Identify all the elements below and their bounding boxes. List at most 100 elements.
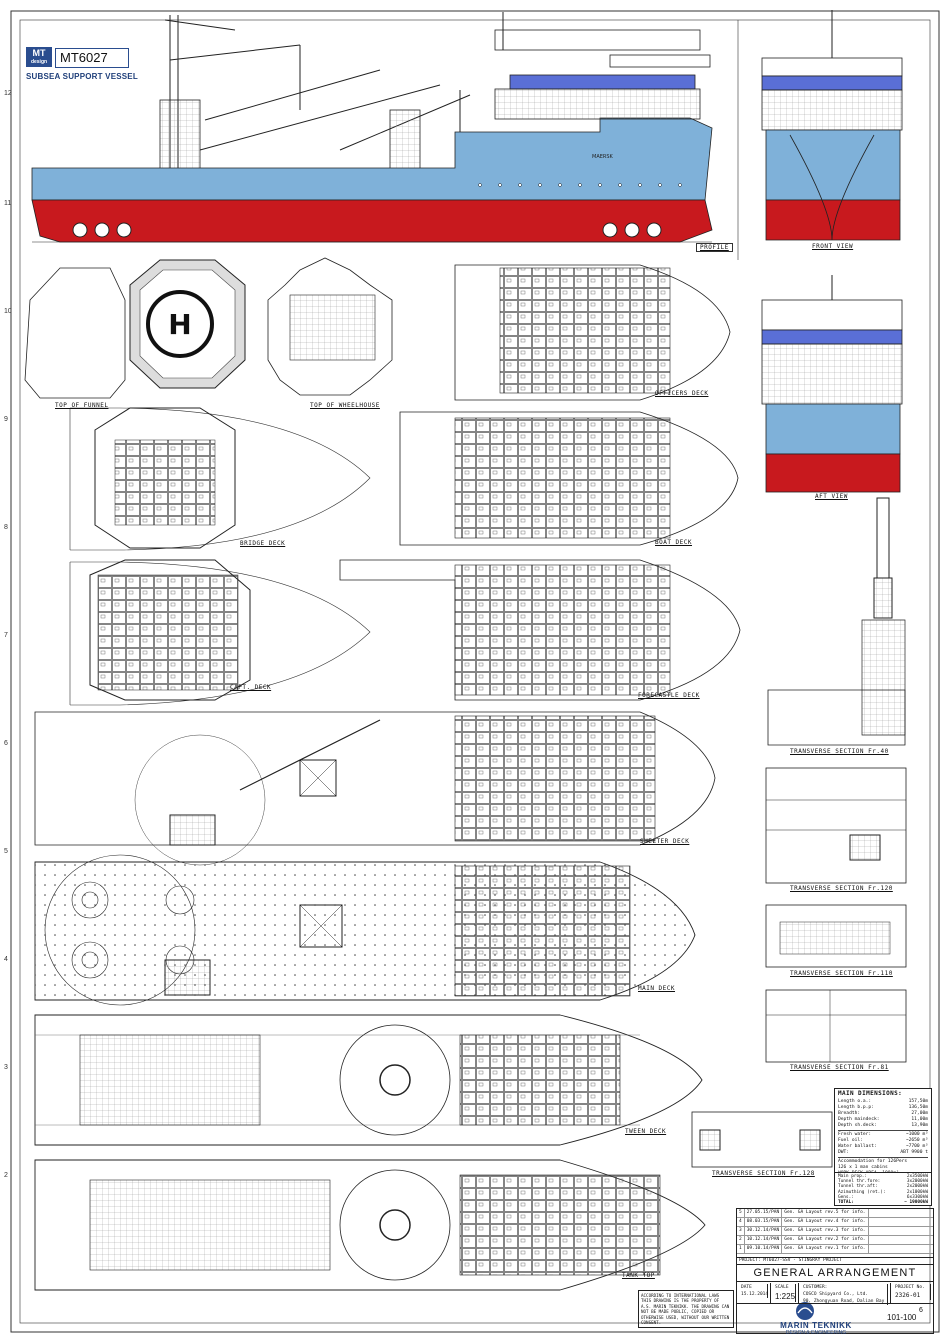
dims-row: Fresh water:~1000 m³ xyxy=(838,1132,928,1137)
ship-name-text: MAERSK xyxy=(592,154,614,160)
label-transverse-section-fr40: TRANSVERSE SECTION Fr.40 xyxy=(790,748,889,755)
forecastle-deck-view xyxy=(339,559,741,701)
marin-teknikk-logo-icon xyxy=(796,1302,814,1320)
grid-number: 7 xyxy=(4,632,8,639)
project-no-cell: PROJECT No.2326-01 xyxy=(891,1283,933,1303)
marin-teknikk-brand: MARIN TEKNIKK DESIGN & ENGINEERING xyxy=(761,1305,871,1336)
label-transverse-section-fr81: TRANSVERSE SECTION Fr.81 xyxy=(790,1064,889,1071)
officers-deck-view xyxy=(454,264,731,401)
profile-view: MAERSK xyxy=(31,12,713,243)
top-of-wheelhouse-view xyxy=(267,257,393,396)
label-aft-view: AFT VIEW xyxy=(815,493,848,500)
transverse-section-fr81 xyxy=(765,989,907,1063)
grid-number: 9 xyxy=(4,416,8,423)
front-view xyxy=(761,10,903,241)
dims-row: Breadth:27,00m xyxy=(838,1111,928,1116)
transverse-section-fr40 xyxy=(767,497,906,746)
power-row: Tunnel thr.fore:3x2000kW xyxy=(838,1179,928,1185)
tank-top-view xyxy=(34,1159,706,1291)
grid-number: 4 xyxy=(4,956,8,963)
helipad-circle xyxy=(146,290,214,358)
label-front-view: FRONT VIEW xyxy=(812,243,854,250)
power-total: TOTAL:~ 19000kW xyxy=(838,1200,928,1206)
power-row: Gens.:6x3300kW xyxy=(838,1194,928,1200)
helipad-h: H xyxy=(168,308,191,341)
dims-accom: Accommodation for 126Pers xyxy=(838,1159,908,1164)
label-tween-deck: TWEEN DECK xyxy=(625,1128,667,1135)
label-forecastle-deck: FORECASTLE DECK xyxy=(638,692,700,699)
grid-number: 6 xyxy=(4,740,8,747)
power-row: Azimuthing (ret.):2x1000kW xyxy=(838,1189,928,1195)
drawing-title: GENERAL ARRANGEMENT xyxy=(737,1267,933,1282)
label-boat-deck: BOAT DECK xyxy=(655,539,693,546)
grid-number: 12 xyxy=(4,90,12,97)
power-box: Main prop.:2x3500kW Tunnel thr.fore:3x20… xyxy=(834,1172,932,1206)
dims-row: Length b.p.p:136,50m xyxy=(838,1105,928,1110)
label-tank-top: TANK TOP xyxy=(622,1272,655,1279)
drawing-number: 101-100 xyxy=(887,1313,917,1322)
dims-row: Depth maindeck:11,00m xyxy=(838,1117,928,1122)
dims-title: MAIN DIMENSIONS: xyxy=(838,1090,903,1097)
bridge-deck-view xyxy=(69,407,371,551)
label-profile: PROFILE xyxy=(696,243,733,252)
label-main-deck: MAIN DECK xyxy=(638,985,676,992)
power-row: Tunnel thr.aft:2x2000kW xyxy=(838,1184,928,1190)
dims-row: Water ballast:~7700 m³ xyxy=(838,1144,928,1149)
power-row: Main prop.:2x3500kW xyxy=(838,1174,928,1179)
main-deck-view xyxy=(34,854,696,1006)
boat-deck-view xyxy=(399,411,739,546)
label-top-of-funnel: TOP OF FUNNEL xyxy=(55,402,109,409)
grid-number: 11 xyxy=(4,200,12,207)
sheet-number: 6 xyxy=(919,1307,923,1314)
grid-number: 10 xyxy=(4,308,12,315)
label-top-of-wheelhouse: TOP OF WHEELHOUSE xyxy=(310,402,380,409)
dims-row: Fuel oil:~2650 m³ xyxy=(838,1138,928,1143)
grid-number: 5 xyxy=(4,848,8,855)
shelter-deck-view xyxy=(34,711,716,866)
logo-sub: design xyxy=(30,59,48,65)
label-transverse-section-fr110: TRANSVERSE SECTION Fr.110 xyxy=(790,970,893,977)
mt-design-logo: MT design xyxy=(26,47,52,67)
label-bridge-deck: BRIDGE DECK xyxy=(240,540,286,547)
sheet-border xyxy=(10,10,940,1333)
project-code: MT6027 xyxy=(55,48,129,68)
dims-accom2: 126 x 1 man cabins xyxy=(838,1165,888,1170)
dims-dwt: DWT:ABT 9900 t xyxy=(838,1150,928,1155)
label-shelter-deck: SHELTER DECK xyxy=(640,838,690,845)
label-officers-deck: OFFICERS DECK xyxy=(655,390,709,397)
vessel-type: SUBSEA SUPPORT VESSEL xyxy=(26,72,138,81)
transverse-section-fr110 xyxy=(765,904,907,968)
grid-number: 2 xyxy=(4,1172,8,1179)
transverse-section-fr120 xyxy=(765,767,907,884)
aft-view xyxy=(761,275,903,493)
transverse-section-fr128 xyxy=(691,1111,833,1168)
project-line: PROJECT: MT6027-SSV - STINGRAY PROJECT xyxy=(737,1257,933,1265)
dims-row: Length o.a.:157,50m xyxy=(838,1099,928,1104)
grid-number: 3 xyxy=(4,1064,8,1071)
capt-deck-view xyxy=(69,559,371,706)
logo-text: MT xyxy=(32,48,46,58)
brand-sub: DESIGN & ENGINEERING xyxy=(785,1330,847,1336)
label-transverse-section-fr120: TRANSVERSE SECTION Fr.120 xyxy=(790,885,893,892)
tween-deck-view xyxy=(34,1014,703,1146)
legal-notice: ACCORDING TO INTERNATIONAL LAWS THIS DRA… xyxy=(638,1290,734,1329)
grid-number: 8 xyxy=(4,524,8,531)
dims-row: Depth sh.deck:13,90m xyxy=(838,1123,928,1128)
label-transverse-section-fr128: TRANSVERSE SECTION Fr.128 xyxy=(712,1170,815,1177)
customer-cell: CUSTOMER:COSCO Shipyard Co., Ltd.90, Zho… xyxy=(799,1283,891,1305)
brand-name: MARIN TEKNIKK xyxy=(780,1321,852,1330)
label-capt-deck: CAPT. DECK xyxy=(230,684,272,691)
top-of-funnel-view: H xyxy=(24,259,246,399)
